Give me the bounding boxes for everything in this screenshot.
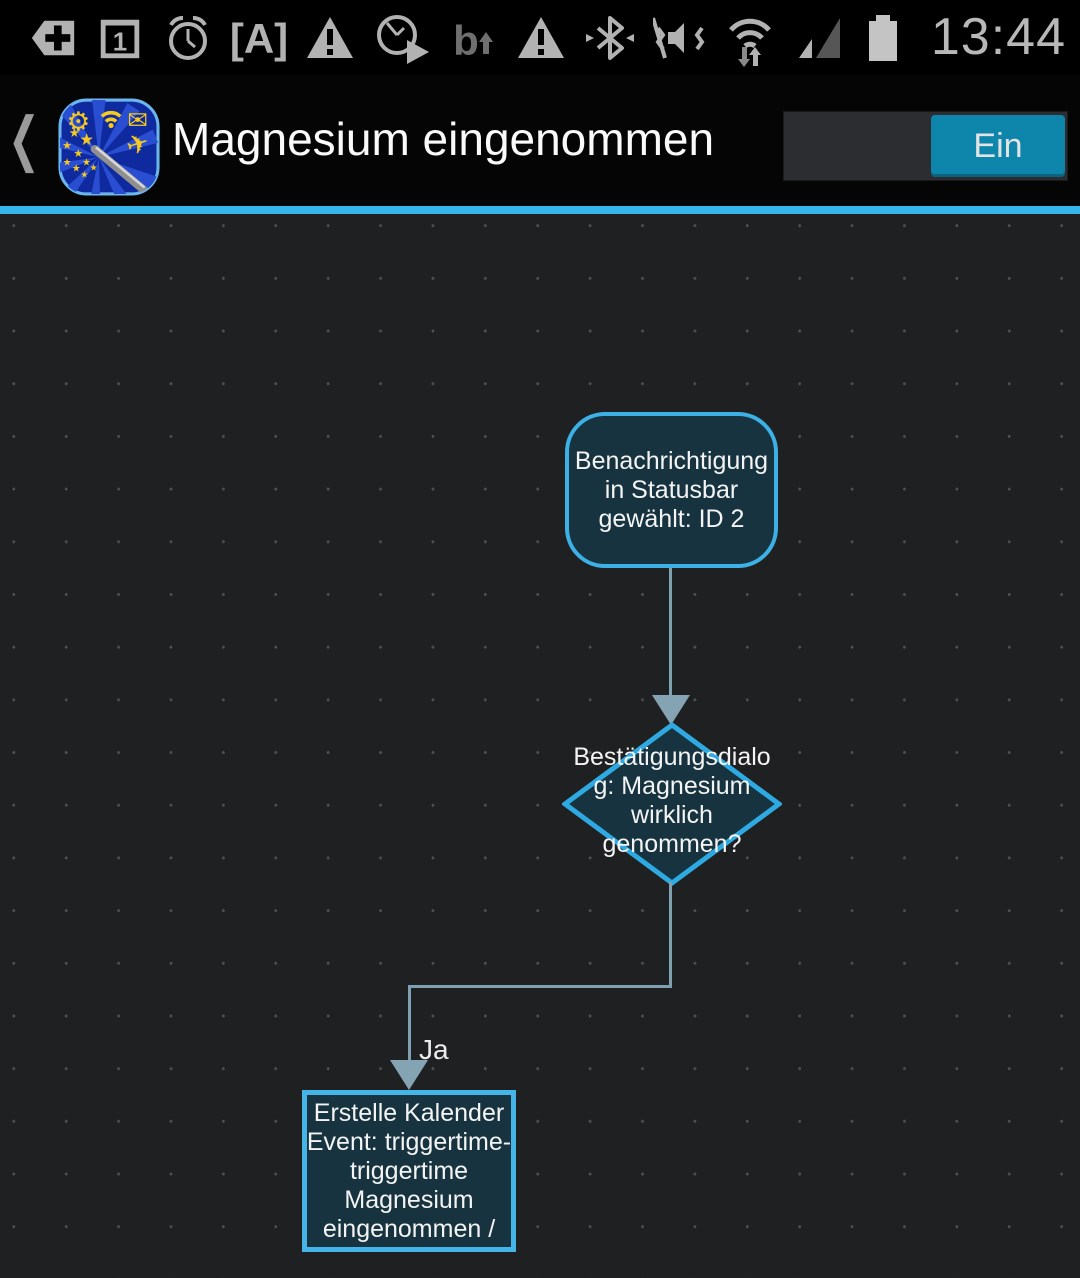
edge-condition-horizontal bbox=[408, 985, 672, 988]
vibrate-mute-icon bbox=[653, 16, 705, 59]
condition-node[interactable] bbox=[562, 722, 782, 886]
svg-text:★: ★ bbox=[73, 148, 83, 160]
warning-icon-2 bbox=[518, 16, 564, 58]
edge-trigger-to-condition bbox=[669, 568, 672, 696]
flow-title: Magnesium eingenommen bbox=[172, 112, 715, 165]
plus-badge-icon bbox=[31, 20, 75, 55]
svg-text:b: b bbox=[453, 17, 479, 64]
svg-text:⚙: ⚙ bbox=[66, 107, 90, 137]
status-bar: 1 [A] b bbox=[0, 0, 1080, 75]
battery-icon bbox=[869, 14, 897, 61]
accent-divider bbox=[0, 206, 1080, 214]
warning-icon bbox=[307, 16, 353, 58]
bracket-a-icon: [A] bbox=[231, 15, 287, 62]
bluetooth-icon bbox=[586, 15, 634, 60]
svg-text:★: ★ bbox=[72, 164, 81, 175]
svg-text:[A]: [A] bbox=[231, 15, 287, 62]
clock-time: 13:44 bbox=[930, 8, 1066, 66]
svg-text:★: ★ bbox=[79, 131, 94, 149]
calendar-date-icon: 1 bbox=[100, 19, 140, 58]
svg-text:★: ★ bbox=[69, 126, 80, 140]
flow-enabled-toggle[interactable]: Ein bbox=[783, 111, 1068, 181]
alarm-clock-icon bbox=[169, 15, 207, 60]
svg-text:★: ★ bbox=[80, 170, 88, 180]
svg-text:★: ★ bbox=[63, 157, 72, 168]
edge-label-ja: Ja bbox=[419, 1034, 449, 1065]
flow-canvas[interactable]: Benachrichtigung in Statusbar gewählt: I… bbox=[0, 214, 1080, 1278]
condition-node-label: Bestätigungsdialo g: Magnesium wirklich … bbox=[573, 743, 771, 858]
wifi-traffic-icon bbox=[729, 18, 771, 67]
header: ❮ ⚙ ✉ ✈ ★ ★ ★ bbox=[0, 75, 1080, 206]
svg-text:✉: ✉ bbox=[127, 108, 148, 135]
svg-text:★: ★ bbox=[62, 140, 72, 152]
back-button[interactable]: ❮ bbox=[8, 107, 40, 173]
svg-text:★: ★ bbox=[90, 162, 98, 172]
automagic-app-icon: ⚙ ✉ ✈ ★ ★ ★ ★ ★ ★ ★ ★ ★ bbox=[58, 98, 160, 196]
action-node[interactable]: Erstelle Kalender Event: triggertime- tr… bbox=[302, 1090, 516, 1252]
arrowhead-down-icon bbox=[652, 695, 690, 725]
edge-condition-to-action bbox=[408, 985, 411, 1062]
svg-text:1: 1 bbox=[113, 26, 127, 56]
arrowhead-down-icon bbox=[390, 1060, 428, 1090]
toggle-thumb[interactable]: Ein bbox=[931, 115, 1065, 177]
svg-text:★: ★ bbox=[82, 157, 91, 168]
edge-condition-down bbox=[669, 882, 672, 987]
time-lapse-icon bbox=[377, 14, 429, 64]
trigger-node[interactable]: Benachrichtigung in Statusbar gewählt: I… bbox=[565, 412, 778, 568]
sync-rotation-icon: b bbox=[453, 17, 493, 64]
signal-strength-icon bbox=[799, 17, 840, 58]
